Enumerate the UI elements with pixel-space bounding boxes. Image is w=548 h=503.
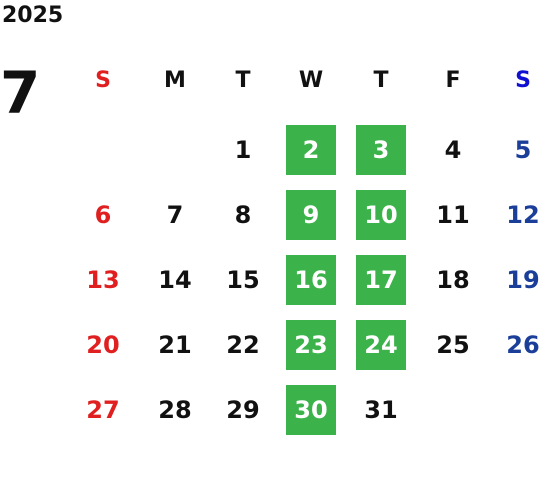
date-cell-15[interactable]: 15	[226, 266, 260, 294]
weekday-header-wed: W	[298, 68, 324, 93]
date-cell-2[interactable]: 2	[286, 125, 336, 175]
date-cell-10[interactable]: 10	[356, 190, 406, 240]
date-cell-27[interactable]: 27	[86, 396, 120, 424]
date-cell-17[interactable]: 17	[356, 255, 406, 305]
date-cell-19[interactable]: 19	[506, 266, 540, 294]
date-cell-24[interactable]: 24	[356, 320, 406, 370]
date-cell-31[interactable]: 31	[364, 396, 398, 424]
weekday-header-fri: F	[445, 68, 461, 93]
month-number: 7	[0, 59, 41, 127]
date-cell-5[interactable]: 5	[514, 136, 532, 164]
weekday-header-tue: T	[235, 68, 251, 93]
weekday-header-thu: T	[373, 68, 389, 93]
date-cell-6[interactable]: 6	[94, 201, 112, 229]
date-cell-22[interactable]: 22	[226, 331, 260, 359]
date-cell-16[interactable]: 16	[286, 255, 336, 305]
date-cell-26[interactable]: 26	[506, 331, 540, 359]
date-cell-1[interactable]: 1	[234, 136, 252, 164]
date-cell-20[interactable]: 20	[86, 331, 120, 359]
date-cell-25[interactable]: 25	[436, 331, 470, 359]
date-cell-30[interactable]: 30	[286, 385, 336, 435]
date-cell-21[interactable]: 21	[158, 331, 192, 359]
date-cell-28[interactable]: 28	[158, 396, 192, 424]
weekday-header-sat: S	[515, 68, 531, 93]
date-cell-29[interactable]: 29	[226, 396, 260, 424]
date-cell-9[interactable]: 9	[286, 190, 336, 240]
date-cell-23[interactable]: 23	[286, 320, 336, 370]
date-cell-8[interactable]: 8	[234, 201, 252, 229]
date-cell-4[interactable]: 4	[444, 136, 462, 164]
year-label: 2025	[2, 3, 64, 28]
date-cell-11[interactable]: 11	[436, 201, 470, 229]
date-cell-14[interactable]: 14	[158, 266, 192, 294]
date-cell-3[interactable]: 3	[356, 125, 406, 175]
weekday-header-sun: S	[95, 68, 111, 93]
date-cell-13[interactable]: 13	[86, 266, 120, 294]
date-cell-18[interactable]: 18	[436, 266, 470, 294]
weekday-header-mon: M	[164, 68, 186, 93]
date-cell-7[interactable]: 7	[166, 201, 184, 229]
date-cell-12[interactable]: 12	[506, 201, 540, 229]
